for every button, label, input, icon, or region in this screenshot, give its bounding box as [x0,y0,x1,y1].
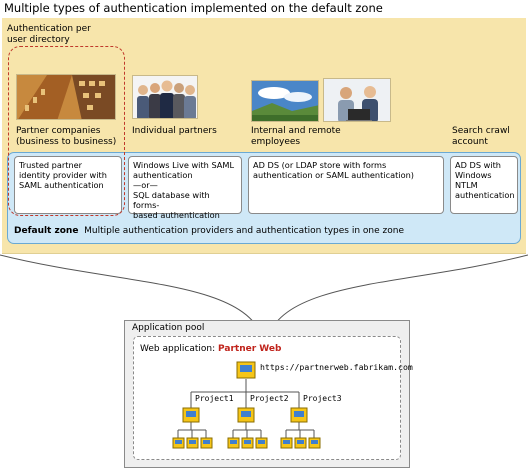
auth-per-directory-label: Authentication per user directory [7,24,91,45]
auth-box-ad-ds: AD DS (or LDAP store with forms authenti… [248,156,444,214]
auth-box-trusted-partner: Trusted partner identity provider with S… [14,156,122,214]
project-label-3: Project3 [303,394,342,403]
subsite-screens [175,440,318,444]
category-label-internal-employees: Internal and remote employees [251,126,341,147]
category-label-search-crawl: Search crawl account [452,126,510,147]
default-zone-caption: Default zone Multiple authentication pro… [14,226,404,236]
auth-box-ntlm: AD DS with Windows NTLM authentication [450,156,518,214]
web-application-name: Partner Web [218,344,282,354]
landscape-icon [252,81,318,121]
project-label-2: Project2 [250,394,289,403]
application-pool-label: Application pool [132,323,205,333]
partner-companies-highlight [8,46,125,216]
laptop-users-icon [324,79,390,121]
partner-companies-photo [16,74,116,120]
project-label-1: Project1 [195,394,234,403]
people-group-icon [133,76,197,118]
category-label-partner-companies: Partner companies (business to business) [16,126,117,147]
web-application-prefix: Web application: [140,344,216,354]
web-application-label: Web application: Partner Web [140,344,281,354]
default-zone-description: Multiple authentication providers and au… [84,226,404,236]
building-icon [17,75,115,119]
internal-employees-laptop-photo [323,78,391,122]
category-label-individual-partners: Individual partners [132,126,217,136]
internal-employees-landscape-photo [251,80,319,122]
site-url: https://partnerweb.fabrikam.com [260,362,413,372]
auth-box-windows-live: Windows Live with SAML authentication —o… [128,156,242,220]
default-zone-name: Default zone [14,226,79,236]
root-site-icon [236,361,256,379]
project-site-icons [182,407,308,423]
individual-partners-photo [132,75,198,119]
diagram-title: Multiple types of authentication impleme… [4,1,383,15]
